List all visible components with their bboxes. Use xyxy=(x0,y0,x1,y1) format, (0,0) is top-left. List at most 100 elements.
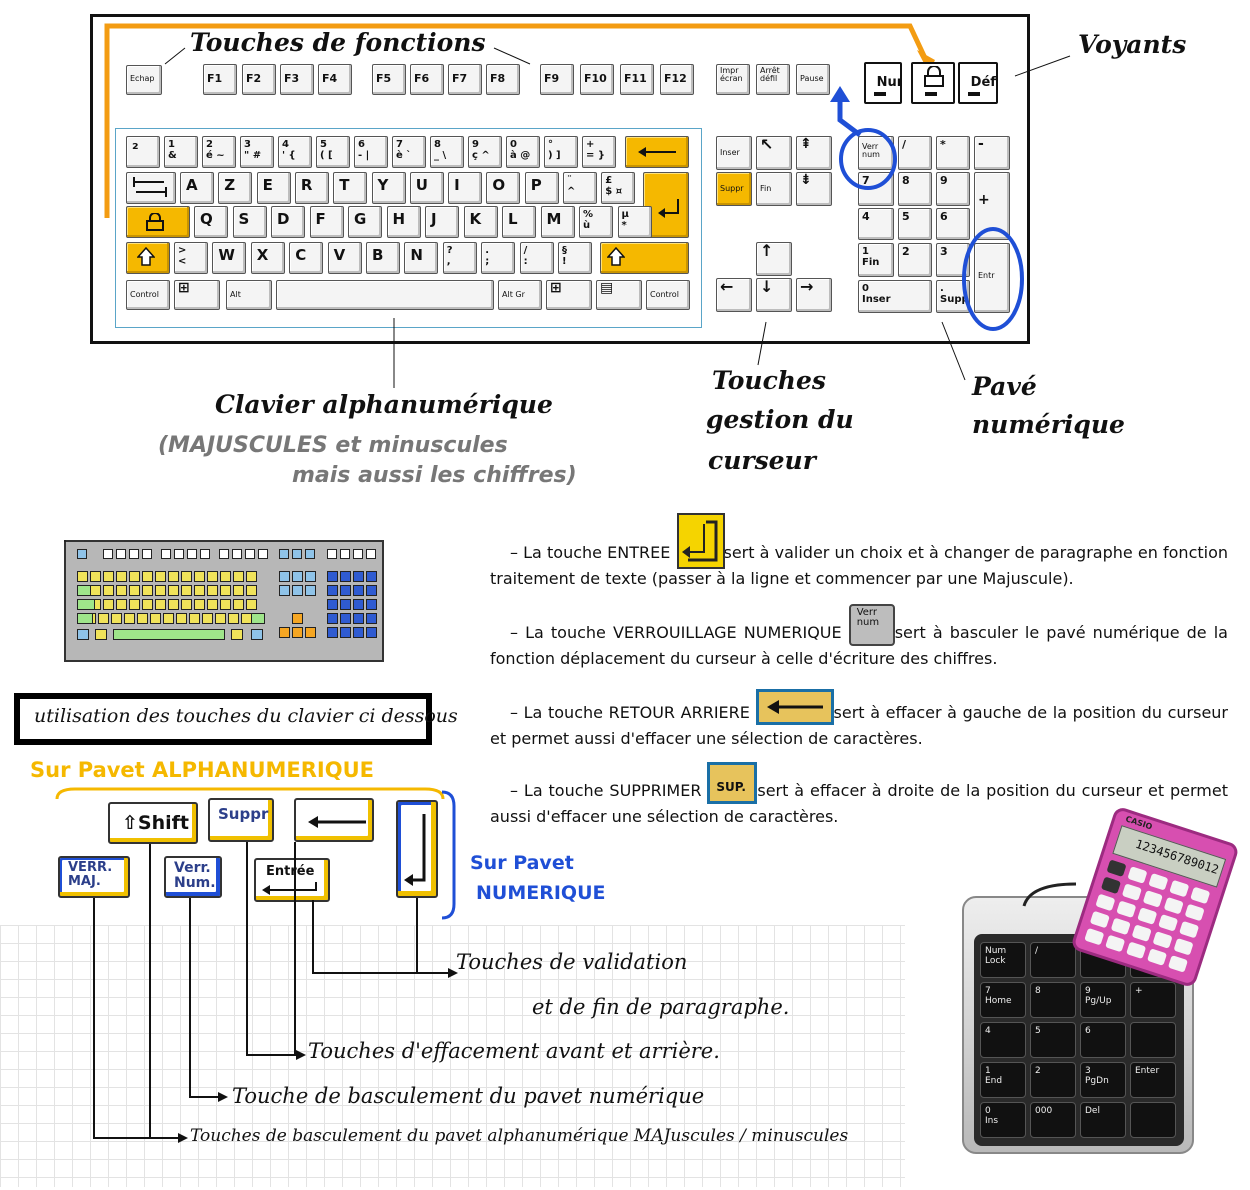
numpad-photo-key: Del xyxy=(1080,1102,1126,1138)
mini-key xyxy=(327,613,338,624)
calculator-key xyxy=(1142,890,1163,908)
desc-suppr: – La touche SUPPRIMER SUP. sert à efface… xyxy=(490,761,1228,830)
mini-key xyxy=(142,549,152,559)
enter-arrow-icon xyxy=(404,814,426,886)
key-f6: F6 xyxy=(410,64,444,95)
mini-key xyxy=(150,613,161,624)
page-down-icon: ⇟ xyxy=(800,172,812,188)
key-row1-11: ° ) ] xyxy=(544,136,578,168)
arrow-up-icon: ↑ xyxy=(760,242,774,260)
mini-key xyxy=(327,585,338,596)
key-row3-8: L xyxy=(502,206,536,238)
mini-key xyxy=(194,585,205,596)
numpad-photo-key: 000 xyxy=(1030,1102,1076,1138)
key-row1-4: 4 ' { xyxy=(278,136,312,168)
arrow-down-icon: ↓ xyxy=(760,278,774,296)
mini-key xyxy=(327,599,338,610)
indicator-scroll: Défil xyxy=(958,62,998,104)
key-row2-1: Z xyxy=(218,172,253,204)
key-escape: Echap xyxy=(126,65,162,95)
mini-key xyxy=(233,585,244,596)
entree-key-image xyxy=(676,512,725,569)
label-alphanumeric: Clavier alphanumérique xyxy=(215,390,553,419)
key-row2-11: £ $ ¤ xyxy=(601,172,636,204)
key-np-5: 5 xyxy=(898,208,932,240)
mini-key xyxy=(142,599,153,610)
key-np-enter: Entr xyxy=(974,243,1010,313)
key-np-minus: - xyxy=(974,136,1010,170)
calculator-key xyxy=(1152,931,1173,949)
mini-key xyxy=(163,613,174,624)
key-np-slash: / xyxy=(898,136,932,170)
leader-lines xyxy=(164,47,1071,388)
mini-key xyxy=(129,599,140,610)
key-np-9: 9 xyxy=(936,172,970,206)
key-row4-5: B xyxy=(366,242,400,274)
mini-key xyxy=(327,627,338,638)
key-row3-7: K xyxy=(463,206,498,238)
alphanumeric-block-outline xyxy=(115,128,702,328)
verr-num-key-label: Verr num xyxy=(856,606,880,628)
key-insert: Inser xyxy=(716,136,752,170)
mini-key xyxy=(155,599,166,610)
key-row3-0: Q xyxy=(194,206,228,238)
calculator-key xyxy=(1163,896,1184,915)
mini-key xyxy=(251,629,263,640)
numpad-photo-key: 7 Home xyxy=(980,982,1026,1018)
key-row3-11: µ * xyxy=(617,206,652,238)
desc-entree: – La touche ENTREE sert à valider un cho… xyxy=(490,512,1228,592)
mini-key xyxy=(77,585,91,596)
left-arrow-icon xyxy=(766,699,823,714)
numpad-photo-key: / xyxy=(1030,942,1076,978)
calculator-key xyxy=(1131,924,1152,942)
mini-key xyxy=(181,599,192,610)
mini-key xyxy=(228,613,239,624)
key-pause: Pause xyxy=(796,64,830,95)
key-verr-num: Verr. Num. xyxy=(164,856,222,898)
key-page-up: ⇞ xyxy=(796,136,832,170)
calculator-key xyxy=(1127,866,1148,884)
mini-key xyxy=(305,585,316,596)
usage-line-basculement-alpha: Touches de basculement du pavet alphanum… xyxy=(190,1126,849,1146)
arrow-right-icon: → xyxy=(800,278,814,296)
key-backspace-big xyxy=(294,798,374,842)
keyboard-diagram xyxy=(90,14,1030,344)
numpad-photo-key: Enter xyxy=(1130,1062,1176,1098)
numpad-photo-key: 6 xyxy=(1080,1022,1126,1058)
calculator-key xyxy=(1148,872,1169,891)
key-space xyxy=(276,280,494,310)
num-heading-2: NUMERIQUE xyxy=(476,882,606,904)
mini-key xyxy=(327,549,337,559)
mini-key xyxy=(366,627,377,638)
desc-retour-text: sert à effacer à gauche de la position d… xyxy=(490,703,1229,748)
key-shift-label: ⇧Shift xyxy=(122,812,189,834)
num-heading-1: Sur Pavet xyxy=(470,852,574,874)
mini-key xyxy=(176,613,187,624)
left-arrow-icon xyxy=(308,816,366,828)
key-verr-maj: VERR. MAJ. xyxy=(58,856,130,898)
key-row4-3: C xyxy=(289,242,324,274)
numpad-photo-key: 3 PgDn xyxy=(1080,1062,1126,1098)
calculator-key xyxy=(1089,910,1110,929)
mini-key xyxy=(129,585,140,596)
key-row3-2: D xyxy=(271,206,305,238)
mini-key xyxy=(231,629,243,640)
indicator-led xyxy=(874,92,886,96)
key-row2-0: A xyxy=(180,172,214,204)
indicator-defil-label: Défil xyxy=(970,75,996,90)
key-row3-5: H xyxy=(386,206,421,238)
mini-key xyxy=(187,549,197,559)
key-row4-10: § ! xyxy=(558,242,592,274)
key-menu: ▤ xyxy=(596,280,642,310)
key-delete: Suppr xyxy=(716,172,752,206)
calculator-key xyxy=(1173,937,1194,956)
key-row3-9: M xyxy=(540,206,575,238)
desc-verr-num: – La touche VERROUILLAGE NUMERIQUE Verr … xyxy=(490,603,1228,672)
mini-key xyxy=(353,549,363,559)
numpad-photo-key: Num Lock xyxy=(980,942,1026,978)
numpad-photo-key: 2 xyxy=(1030,1062,1076,1098)
usage-line-validation-b: et de fin de paragraphe. xyxy=(532,995,790,1019)
desc-retour-intro: – La touche RETOUR ARRIERE xyxy=(510,703,750,722)
key-windows-right: ⊞ xyxy=(546,280,592,310)
